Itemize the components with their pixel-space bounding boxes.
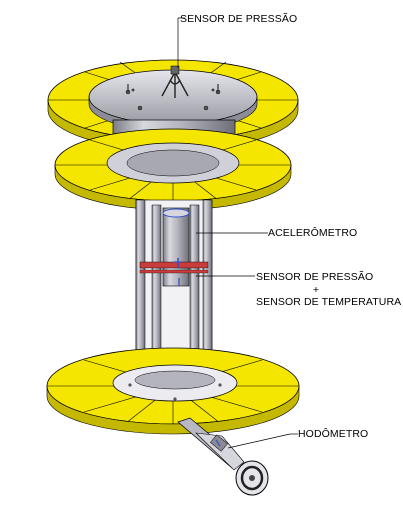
leader-lines xyxy=(177,17,298,449)
label-accelerometer: ACELERÔMETRO xyxy=(268,227,358,239)
label-plus: + xyxy=(312,284,320,296)
second-fin-disk xyxy=(54,128,292,211)
label-odometer: HODÔMETRO xyxy=(298,428,369,440)
bottom-fin-disk xyxy=(46,347,300,435)
label-pressure-sensor-mid: SENSOR DE PRESSÃO xyxy=(256,271,374,283)
label-temperature-sensor: SENSOR DE TEMPERATURA xyxy=(256,296,402,308)
label-pressure-sensor-top: SENSOR DE PRESSÃO xyxy=(180,13,298,25)
top-pressure-sensor xyxy=(161,71,189,98)
odometer-assembly xyxy=(177,417,269,496)
